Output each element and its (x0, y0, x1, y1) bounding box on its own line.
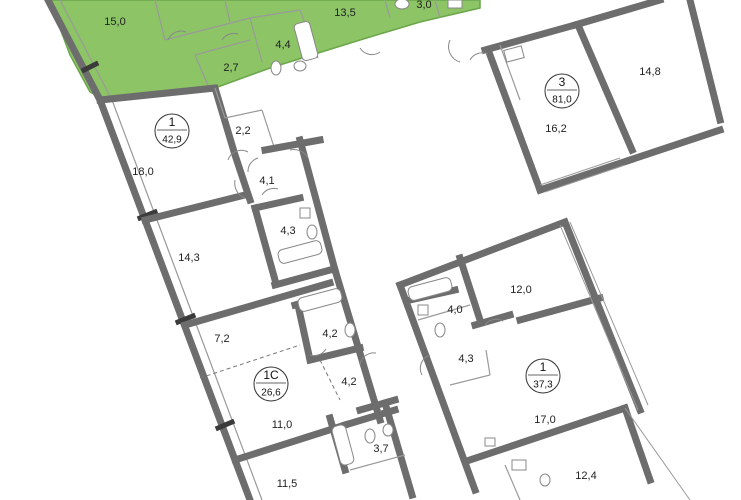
room-area-label: 4,3 (458, 353, 473, 365)
room-area-label: 7,2 (214, 333, 229, 345)
badge-room-count: 1 (169, 115, 176, 129)
room-area-label: 4,4 (275, 39, 290, 51)
door-swings (167, 30, 504, 376)
badge-room-count: 3 (559, 75, 566, 89)
room-area-label: 4,1 (259, 175, 274, 187)
room-area-label: 11,0 (272, 419, 293, 431)
badge-total-area: 42,9 (162, 135, 182, 146)
apartment-badge-1-left[interactable]: 1 42,9 (154, 113, 190, 149)
room-area-label: 4,2 (322, 328, 337, 340)
badge-room-count: 1 (540, 360, 547, 374)
room-area-label: 2,2 (235, 125, 250, 137)
room-area-label: 12,0 (510, 284, 531, 296)
room-labels: 15,0 13,5 3,0 4,4 2,7 18,0 2,2 4,1 4,3 1… (104, 0, 660, 490)
room-area-label: 11,5 (277, 478, 298, 490)
room-area-label: 14,8 (639, 66, 660, 78)
room-area-label: 16,2 (545, 123, 566, 135)
bathroom-fixtures (277, 207, 551, 487)
room-area-label: 3,0 (416, 0, 431, 11)
room-area-label: 2,7 (223, 62, 238, 74)
badge-room-count: 1C (263, 368, 279, 382)
room-area-label: 18,0 (132, 166, 153, 178)
badge-total-area: 81,0 (552, 95, 572, 106)
room-area-label: 3,7 (373, 443, 388, 455)
apartment-badge-3-right[interactable]: 3 81,0 (544, 73, 580, 109)
room-area-label: 15,0 (104, 16, 125, 28)
building-walls (44, 0, 725, 500)
badge-total-area: 37,3 (533, 380, 553, 391)
highlighted-apartment[interactable] (47, 0, 481, 101)
apartment-badge-1c-studio[interactable]: 1C 26,6 (253, 366, 289, 402)
room-area-label: 17,0 (534, 414, 555, 426)
room-area-label: 4,3 (280, 225, 295, 237)
room-area-label: 4,2 (341, 376, 356, 388)
room-area-label: 13,5 (334, 7, 355, 19)
room-area-label: 12,4 (575, 470, 596, 482)
apartment-badge-1-right[interactable]: 1 37,3 (525, 358, 561, 394)
room-area-label: 4,0 (447, 304, 462, 316)
room-area-label: 14,3 (178, 252, 199, 264)
badge-total-area: 26,6 (261, 388, 281, 399)
